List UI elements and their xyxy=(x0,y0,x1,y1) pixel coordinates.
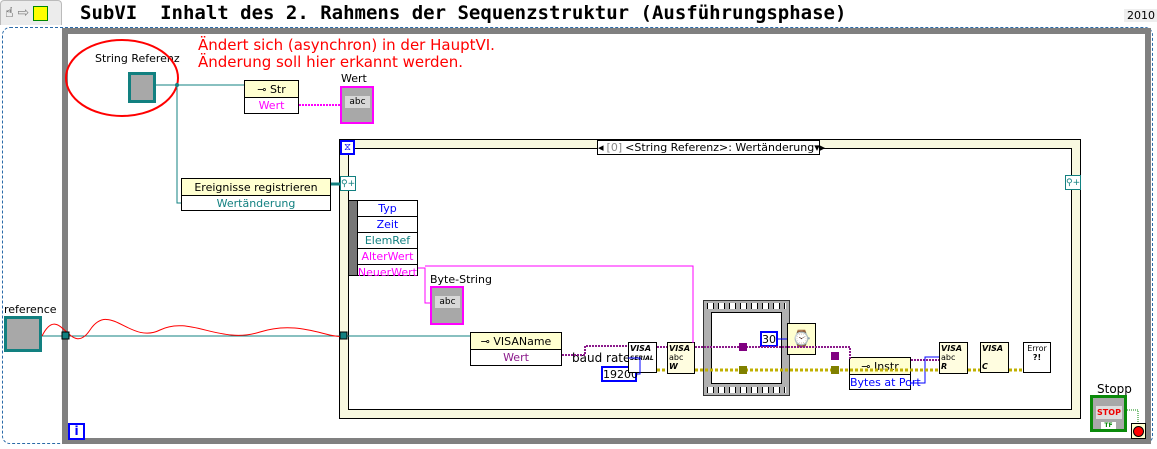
hand-icon[interactable]: ☝ xyxy=(5,5,14,21)
visaname-property-node[interactable]: ⊸ VISAName Wert xyxy=(470,332,562,366)
annotation-line-2: Änderung soll hier erkannt werden. xyxy=(198,53,464,71)
case-index: [0] xyxy=(606,141,623,154)
string-type-glyph: abc xyxy=(435,296,460,308)
event-field-neuerwert[interactable]: NeuerWert xyxy=(357,266,417,279)
event-field-typ[interactable]: Typ xyxy=(357,201,417,217)
string-wire xyxy=(425,265,694,343)
dynamic-event-terminal-right[interactable]: ⚲+ xyxy=(1065,175,1081,190)
byte-string-indicator[interactable]: abc xyxy=(430,286,464,325)
version-label: 2010 xyxy=(1124,9,1157,22)
loop-iteration-terminal[interactable]: i xyxy=(68,423,85,440)
highlight-ellipse xyxy=(65,39,179,117)
wait-ms-clock-icon[interactable]: ⌚ xyxy=(787,323,816,355)
prev-case-arrow-icon[interactable]: ◂ xyxy=(598,141,604,154)
event-field-elemref[interactable]: ElemRef xyxy=(357,233,417,249)
reference-label: reference xyxy=(4,303,57,316)
property-bytes-at-port[interactable]: Bytes at Port xyxy=(850,376,921,389)
key-icon: ⊸ xyxy=(861,359,874,373)
diagram-title: SubVI Inhalt des 2. Rahmens der Sequenzs… xyxy=(80,2,847,24)
toolbar: ☝ ⇨ xyxy=(0,0,62,25)
register-events-node[interactable]: Ereignisse registrieren Wertänderung xyxy=(181,178,331,211)
register-events-title: Ereignisse registrieren xyxy=(182,179,330,196)
stop-button-face: STOP xyxy=(1096,406,1122,419)
event-type-selector[interactable]: Wertänderung xyxy=(216,197,296,210)
ref-wire xyxy=(176,85,181,204)
case-label: <String Referenz>: Wertänderung xyxy=(625,141,815,154)
property-class: VISAName xyxy=(493,334,552,348)
simple-error-handler[interactable]: Error?! xyxy=(1023,342,1051,373)
property-class: Str xyxy=(269,82,286,96)
step-arrow-icon[interactable]: ⇨ xyxy=(17,5,30,21)
byte-string-label: Byte-String xyxy=(430,273,492,286)
dropdown-icon[interactable]: ▾▸ xyxy=(814,141,826,154)
dynamic-event-terminal-left[interactable]: ⚲+ xyxy=(340,176,356,191)
event-case-selector[interactable]: ◂ [0] <String Referenz>: Wertänderung ▾▸ xyxy=(597,140,825,155)
wert-indicator[interactable]: abc xyxy=(340,86,374,124)
stop-button-control[interactable]: STOP TF xyxy=(1090,395,1127,432)
scribble xyxy=(41,318,346,340)
str-property-node[interactable]: ⊸ Str Wert xyxy=(244,80,299,114)
boolean-type-glyph: TF xyxy=(1101,422,1116,429)
event-field-zeit[interactable]: Zeit xyxy=(357,217,417,233)
wert-label: Wert xyxy=(341,72,367,85)
hourglass-timeout-icon[interactable]: ⧖ xyxy=(340,140,355,155)
property-wert[interactable]: Wert xyxy=(258,99,285,112)
string-ref-label: String Referenz xyxy=(95,52,180,65)
key-icon: ⊸ xyxy=(480,334,494,348)
property-wert[interactable]: Wert xyxy=(503,351,529,364)
event-field-alterwert[interactable]: AlterWert xyxy=(357,249,417,265)
loop-condition-terminal[interactable] xyxy=(1131,423,1146,439)
vi-icon[interactable] xyxy=(33,5,49,21)
baud-rate-label: baud rate xyxy=(572,351,631,365)
string-ref-control[interactable] xyxy=(128,72,156,103)
visa-wire xyxy=(657,346,851,360)
key-icon: ⊸ xyxy=(257,82,270,96)
stop-label: Stopp xyxy=(1097,382,1132,396)
while-loop[interactable] xyxy=(62,28,1151,444)
annotation-comment: Ändert sich (asynchron) in der HauptVI. … xyxy=(198,37,495,71)
string-type-glyph: abc xyxy=(345,96,370,108)
annotation-line-1: Ändert sich (asynchron) in der HauptVI. xyxy=(198,36,495,54)
event-data-node[interactable]: Typ Zeit ElemRef AlterWert NeuerWert xyxy=(348,200,418,279)
reference-control[interactable] xyxy=(4,316,42,352)
